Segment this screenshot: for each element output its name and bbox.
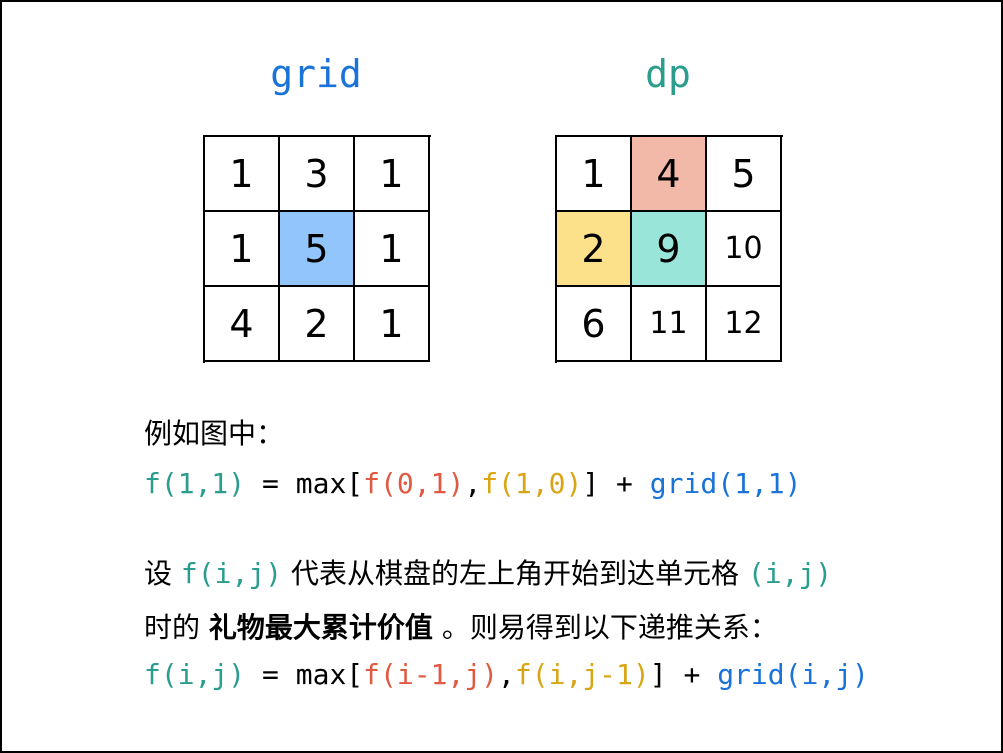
desc1-ij: (i,j)	[747, 557, 833, 590]
dp-title: dp	[645, 52, 691, 96]
eq2-arg2: f(i,j-1)	[514, 658, 650, 691]
equation-example: f(1,1) = max[f(0,1),f(1,0)] + grid(1,1)	[144, 467, 802, 500]
eq2-lhs: f(i,j)	[144, 658, 246, 691]
grid-cell: 1	[355, 137, 430, 212]
equation-general: f(i,j) = max[f(i-1,j),f(i,j-1)] + grid(i…	[144, 658, 869, 691]
grid-cell: 1	[205, 212, 280, 287]
dp-cell: 10	[707, 212, 782, 287]
desc1-f: f(i,j)	[180, 557, 283, 590]
desc2-bold: 礼物最大累计价值	[208, 611, 433, 644]
grid-cell: 4	[205, 287, 280, 362]
dp-table: 1 4 5 2 9 10 6 11 12	[555, 135, 783, 363]
dp-cell-left: 2	[557, 212, 632, 287]
description-line-1: 设 f(i,j) 代表从棋盘的左上角开始到达单元格 (i,j)	[144, 552, 832, 592]
grid-title: grid	[270, 52, 362, 96]
eq1-arg1: f(0,1)	[363, 467, 465, 500]
dp-cell-current: 9	[632, 212, 707, 287]
eq1-close: ] +	[582, 467, 650, 500]
eq1-lhs: f(1,1)	[144, 467, 246, 500]
desc2-a: 时的	[144, 611, 209, 644]
desc1-a: 设	[144, 557, 181, 590]
grid-cell: 1	[355, 212, 430, 287]
dp-cell: 6	[557, 287, 632, 362]
dp-cell: 11	[632, 287, 707, 362]
eq2-comma: ,	[498, 658, 515, 691]
eq2-rhs: grid(i,j)	[717, 658, 869, 691]
dp-cell-up: 4	[632, 137, 707, 212]
dp-cell: 1	[557, 137, 632, 212]
example-label: 例如图中：	[144, 417, 285, 450]
grid-cell: 1	[205, 137, 280, 212]
eq1-op: = max[	[245, 467, 364, 500]
description-line-2: 时的 礼物最大累计价值 。则易得到以下递推关系：	[144, 606, 778, 646]
eq1-comma: ,	[464, 467, 482, 500]
grid-cell: 3	[280, 137, 355, 212]
dp-cell: 5	[707, 137, 782, 212]
eq2-op: = max[	[245, 658, 364, 691]
desc2-b: 。则易得到以下递推关系：	[432, 611, 778, 644]
grid-cell-highlighted: 5	[280, 212, 355, 287]
grid-table: 1 3 1 1 5 1 4 2 1	[203, 135, 431, 363]
eq2-arg1: f(i-1,j)	[363, 658, 499, 691]
eq1-arg2: f(1,0)	[481, 467, 583, 500]
dp-cell: 12	[707, 287, 782, 362]
desc1-b: 代表从棋盘的左上角开始到达单元格	[282, 557, 748, 590]
grid-cell: 2	[280, 287, 355, 362]
eq1-rhs: grid(1,1)	[649, 467, 802, 500]
grid-cell: 1	[355, 287, 430, 362]
eq2-close: ] +	[649, 658, 718, 691]
